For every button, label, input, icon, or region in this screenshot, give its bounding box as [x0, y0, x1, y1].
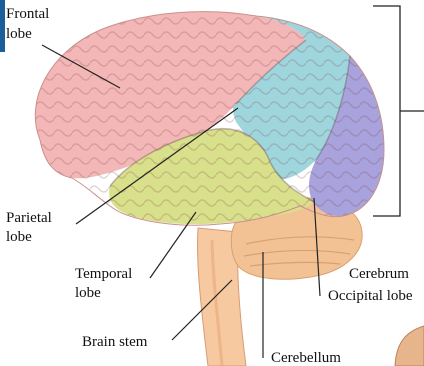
cerebrum-bracket: [373, 6, 424, 216]
brain-stem-label: Brain stem: [82, 334, 148, 350]
parietal-label-2: lobe: [6, 229, 32, 245]
frontal-label-1: Frontal: [6, 6, 49, 22]
temporal-label-1: Temporal: [75, 266, 132, 282]
cerebellum-label: Cerebellum: [271, 350, 341, 366]
cerebrum-label: Cerebrum: [349, 266, 409, 282]
parietal-label-1: Parietal: [6, 210, 52, 226]
brain-texture: [35, 12, 384, 226]
frontal-label-2: lobe: [6, 26, 32, 42]
head-silhouette: [395, 326, 424, 366]
accent-bar: [0, 0, 5, 52]
occipital-label: Occipital lobe: [328, 288, 413, 304]
temporal-label-2: lobe: [75, 285, 101, 301]
